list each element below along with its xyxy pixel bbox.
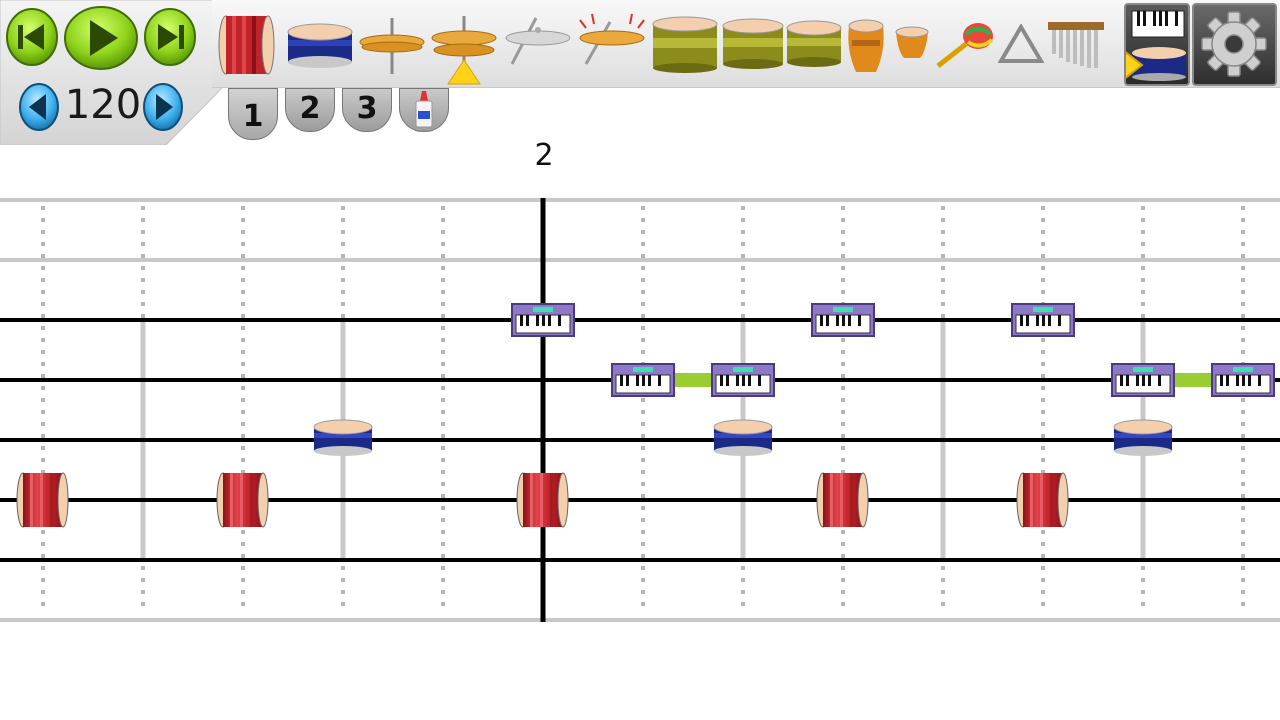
floor-tom-icon[interactable]	[652, 16, 718, 74]
hi-hat-pedal-icon[interactable]	[430, 14, 498, 88]
tab-pattern-3[interactable]: 3	[342, 88, 392, 132]
bongo-icon[interactable]	[894, 26, 930, 62]
snare-drum-note[interactable]	[1113, 419, 1173, 457]
sustain-link	[663, 373, 723, 387]
keyboard-note[interactable]	[811, 303, 875, 337]
hi-hat-icon[interactable]	[358, 16, 426, 76]
snare-drum-note[interactable]	[313, 419, 373, 457]
bass-drum-note[interactable]	[516, 472, 569, 528]
play-button[interactable]	[62, 4, 140, 72]
snare-drum-note[interactable]	[713, 419, 773, 457]
grid-lines	[0, 198, 1280, 622]
tempo-value: 120	[64, 82, 142, 128]
tab-glue[interactable]	[399, 88, 449, 132]
tab-pattern-1[interactable]: 1	[228, 88, 278, 140]
bass-drum-note[interactable]	[216, 472, 269, 528]
bass-drum-note[interactable]	[1016, 472, 1069, 528]
cymbal-icon[interactable]	[502, 16, 570, 66]
bass-drum-icon[interactable]	[218, 14, 276, 76]
maraca-icon[interactable]	[932, 20, 996, 70]
high-tom-icon[interactable]	[786, 20, 842, 68]
settings-button[interactable]	[1192, 3, 1277, 86]
transport-panel: 120	[0, 0, 222, 145]
crash-cymbal-icon[interactable]	[574, 10, 648, 66]
grid-notes[interactable]	[16, 303, 1275, 528]
keyboard-note[interactable]	[511, 303, 575, 337]
bass-drum-note[interactable]	[816, 472, 869, 528]
conga-icon[interactable]	[846, 18, 886, 74]
tempo-down-button[interactable]	[18, 82, 60, 132]
tempo-up-button[interactable]	[142, 82, 184, 132]
snare-drum-icon[interactable]	[286, 22, 354, 68]
keyboard-icon	[1123, 10, 1186, 82]
skip-forward-button[interactable]	[142, 6, 198, 68]
keyboard-note[interactable]	[1011, 303, 1075, 337]
bar-number: 2	[534, 138, 554, 173]
sustain-link	[1163, 373, 1223, 387]
triangle-icon[interactable]	[998, 24, 1044, 64]
keyboard-instrument-button[interactable]	[1123, 3, 1190, 86]
glue-icon	[415, 91, 433, 128]
low-tom-icon[interactable]	[722, 18, 784, 70]
keyboard-note[interactable]	[1211, 363, 1275, 397]
keyboard-note[interactable]	[1111, 363, 1175, 397]
keyboard-note[interactable]	[711, 363, 775, 397]
skip-back-button[interactable]	[4, 6, 60, 68]
gear-icon	[1201, 11, 1267, 77]
tab-pattern-2[interactable]: 2	[285, 88, 335, 132]
keyboard-note[interactable]	[611, 363, 675, 397]
bass-drum-note[interactable]	[16, 472, 69, 528]
chimes-icon[interactable]	[1046, 20, 1106, 68]
